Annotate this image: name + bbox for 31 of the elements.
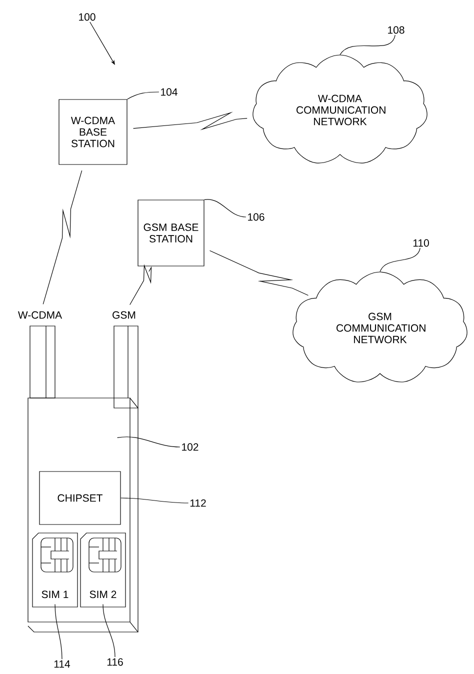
process-box: W-CDMA BASE STATION bbox=[58, 99, 128, 165]
network-cloud: W-CDMA COMMUNICATION NETWORK bbox=[252, 54, 428, 164]
leader-line bbox=[117, 436, 180, 448]
reference-number: 102 bbox=[182, 443, 198, 451]
reference-number: 112 bbox=[190, 499, 206, 507]
sim-card: SIM 2 bbox=[80, 532, 126, 608]
reference-number: 114 bbox=[54, 660, 70, 668]
lightning-link bbox=[209, 250, 309, 296]
reference-number: 100 bbox=[79, 13, 96, 21]
reference-number: 116 bbox=[107, 658, 123, 666]
reference-number: 106 bbox=[248, 213, 264, 221]
reference-number: W-CDMA bbox=[18, 311, 62, 319]
leader-line bbox=[380, 248, 420, 272]
leader-line bbox=[340, 34, 396, 55]
network-cloud: GSM COMMUNICATION NETWORK bbox=[292, 272, 468, 382]
reference-number: 110 bbox=[413, 239, 429, 247]
lightning-link bbox=[130, 264, 152, 306]
process-box: CHIPSET bbox=[39, 471, 121, 525]
lightning-link bbox=[132, 112, 248, 130]
leader-line bbox=[127, 92, 160, 100]
leader-line bbox=[120, 498, 189, 504]
reference-number: GSM bbox=[112, 311, 136, 319]
sim-card: SIM 1 bbox=[32, 532, 78, 608]
reference-number: 108 bbox=[388, 26, 404, 34]
process-box: GSM BASE STATION bbox=[138, 200, 204, 266]
lightning-link bbox=[42, 170, 82, 305]
leader-line bbox=[102, 604, 116, 658]
reference-number: 104 bbox=[161, 88, 178, 96]
leader-line bbox=[204, 199, 246, 218]
leader-line bbox=[90, 22, 115, 65]
leader-line bbox=[54, 604, 62, 660]
